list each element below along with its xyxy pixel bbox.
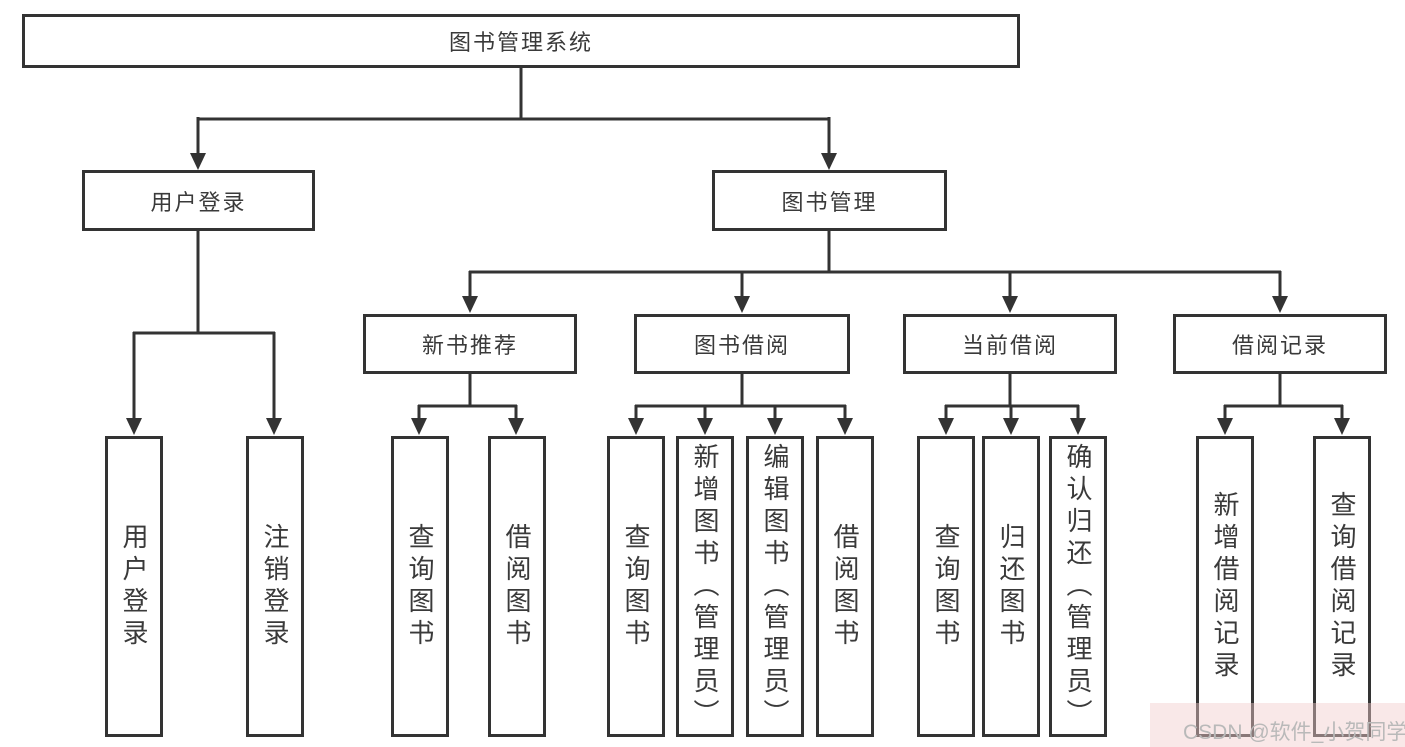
leaf-label: 借阅图书 bbox=[830, 522, 860, 651]
leaf-label: 编辑图书（管理员） bbox=[760, 442, 790, 731]
leaf-label: 注销登录 bbox=[260, 522, 290, 651]
node-user-login: 用户登录 bbox=[82, 170, 315, 231]
node-borrowing-records: 借阅记录 bbox=[1173, 314, 1387, 374]
leaf-label: 查询图书 bbox=[621, 522, 651, 651]
leaf-records-query-record: 查询借阅记录 bbox=[1313, 436, 1371, 737]
leaf-label: 查询图书 bbox=[405, 522, 435, 651]
leaf-current-confirm-return-admin: 确认归还（管理员） bbox=[1049, 436, 1107, 737]
leaf-label: 新增借阅记录 bbox=[1210, 490, 1240, 683]
watermark-tint bbox=[1150, 703, 1405, 747]
leaf-recommend-borrow-books: 借阅图书 bbox=[488, 436, 546, 737]
leaf-label: 借阅图书 bbox=[502, 522, 532, 651]
leaf-label: 新增图书（管理员） bbox=[690, 442, 720, 731]
leaf-label: 用户登录 bbox=[119, 522, 149, 651]
leaf-label: 查询图书 bbox=[931, 522, 961, 651]
leaf-borrow-borrow-books: 借阅图书 bbox=[816, 436, 874, 737]
leaf-borrow-add-books-admin: 新增图书（管理员） bbox=[676, 436, 734, 737]
node-book-management: 图书管理 bbox=[712, 170, 947, 231]
leaf-recommend-query-books: 查询图书 bbox=[391, 436, 449, 737]
leaf-user-login: 用户登录 bbox=[105, 436, 163, 737]
leaf-records-add-record: 新增借阅记录 bbox=[1196, 436, 1254, 737]
node-root: 图书管理系统 bbox=[22, 14, 1020, 68]
csdn-watermark: CSDN @软件_小贺同学 bbox=[1183, 721, 1405, 744]
arrowheads bbox=[126, 153, 1350, 435]
leaf-label: 确认归还（管理员） bbox=[1063, 442, 1093, 731]
leaf-logout-login: 注销登录 bbox=[246, 436, 304, 737]
leaf-borrow-edit-books-admin: 编辑图书（管理员） bbox=[746, 436, 804, 737]
leaf-borrow-query-books: 查询图书 bbox=[607, 436, 665, 737]
leaf-label: 查询借阅记录 bbox=[1327, 490, 1357, 683]
leaf-current-return-books: 归还图书 bbox=[982, 436, 1040, 737]
leaf-label: 归还图书 bbox=[996, 522, 1026, 651]
node-current-borrowing: 当前借阅 bbox=[903, 314, 1117, 374]
leaf-current-query-books: 查询图书 bbox=[917, 436, 975, 737]
node-new-book-recommendation: 新书推荐 bbox=[363, 314, 577, 374]
node-book-borrowing: 图书借阅 bbox=[634, 314, 850, 374]
